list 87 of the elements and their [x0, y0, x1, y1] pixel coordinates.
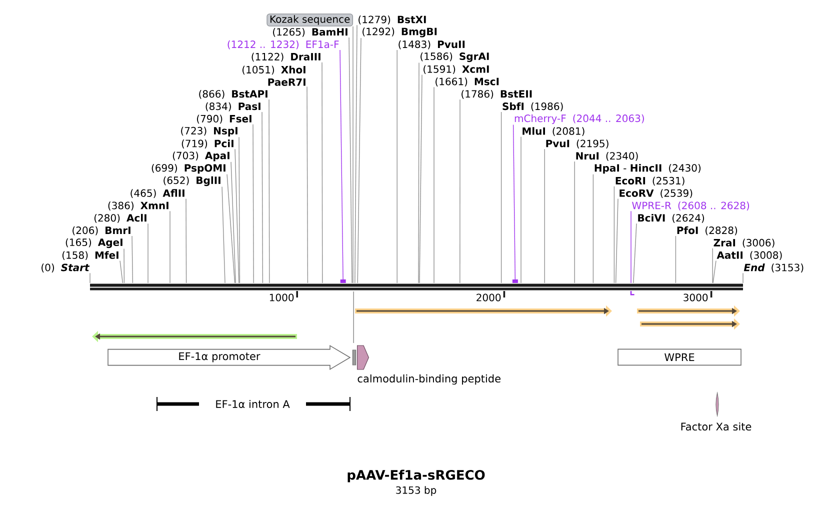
leader-line — [742, 272, 744, 284]
leader-line — [354, 24, 358, 284]
leader-line — [124, 248, 125, 284]
leader-line — [230, 162, 236, 284]
site-label: (1586) SgrAI — [420, 52, 489, 62]
primer-label: mCherry-F (2044 .. 2063) — [514, 114, 644, 124]
leader-line — [340, 50, 346, 284]
leader-line — [712, 260, 716, 284]
site-label: NruI (2340) — [576, 152, 638, 161]
site-label: EcoRV (2539) — [620, 189, 692, 198]
leader-line — [574, 161, 575, 284]
site-label: (1591) XcmI — [424, 65, 489, 74]
site-label: (1051) XhoI PaeR7I — [242, 66, 306, 86]
feature-label: Factor Xa site — [681, 422, 752, 431]
site-label: PvuI (2195) — [546, 140, 608, 148]
leader-line — [252, 124, 254, 284]
site-label: (1279) BstXI — [358, 16, 426, 24]
site-label: (1661) MscI — [436, 78, 499, 86]
site-label: (165) AgeI — [66, 238, 122, 248]
site-label: (1292) BmgBI — [362, 28, 437, 38]
leader-line — [396, 50, 398, 284]
leader-line — [222, 186, 226, 284]
leader-line — [234, 148, 240, 284]
leader-line — [348, 37, 352, 284]
site-label: End (3153) — [744, 264, 804, 272]
leader-line — [675, 236, 676, 284]
site-label: (790) FseI — [197, 114, 252, 124]
site-label: (158) MfeI — [62, 251, 118, 260]
ruler-label: 3000 — [684, 294, 708, 302]
leader-line — [238, 136, 240, 284]
feature-tag: Kozak sequence — [266, 14, 353, 26]
site-label: (834) PasI — [206, 102, 260, 112]
leader-line — [322, 62, 323, 284]
leader-line — [500, 112, 502, 284]
site-label: MluI (2081) — [522, 127, 584, 136]
leader-line — [186, 198, 187, 284]
leader-line — [544, 148, 545, 284]
leader-line — [357, 38, 362, 284]
leader-line — [512, 124, 518, 284]
leader-line — [419, 74, 422, 284]
leader-line — [712, 248, 713, 284]
leader-line — [226, 174, 236, 284]
leader-line — [592, 174, 594, 284]
site-label: (1483) PvuII — [398, 40, 465, 50]
site-label: (1122) DraIII — [252, 52, 320, 62]
leader-line — [520, 136, 522, 284]
site-label: (386) XmnI — [108, 202, 168, 210]
site-label: (723) NspI — [181, 126, 238, 136]
primer-label: WPRE-R (2608 .. 2628) — [632, 202, 750, 210]
feature-label: calmodulin-binding peptide — [358, 374, 500, 385]
site-label: (206) BmrI — [72, 226, 130, 236]
leader-line — [352, 26, 354, 284]
map-title: pAAV-Ef1a-sRGECO — [348, 470, 485, 482]
site-label: EcoRI (2531) — [616, 176, 684, 186]
sequence-length: 3153 bp — [396, 486, 436, 496]
primer-label: (1212 .. 1232) EF1a-F — [228, 40, 339, 50]
ruler-label: 2000 — [476, 294, 501, 302]
leader-line — [633, 223, 637, 284]
site-label: (699) PspOMI — [152, 164, 226, 174]
site-label: (465) AflII — [130, 189, 184, 198]
leader-line — [268, 99, 270, 284]
feature-label: EF-1α intron A — [216, 400, 290, 408]
site-label: HpaI - HincII (2430) — [594, 164, 701, 174]
site-label: (1265) BamHI — [273, 28, 348, 37]
site-label: ZraI (3006) — [714, 238, 774, 248]
leader-line — [418, 62, 420, 284]
site-label: (1786) BstEII — [462, 90, 532, 99]
ruler-label: 1000 — [270, 294, 294, 302]
leader-line — [615, 198, 618, 284]
site-label: SbfI (1986) — [502, 102, 563, 112]
site-label: (280) AclI — [94, 214, 146, 223]
leader-line — [120, 260, 124, 284]
feature-box: WPRE — [618, 348, 742, 366]
site-label: (0) Start — [42, 264, 90, 272]
site-label: (652) BglII — [164, 176, 220, 186]
site-label: (703) ApaI — [172, 152, 230, 162]
site-label: AatII (3008) — [716, 251, 782, 260]
dna-backbone — [90, 284, 743, 290]
leader-line — [132, 236, 134, 284]
leader-line — [306, 86, 308, 284]
site-label: BciVI (2624) — [638, 214, 704, 223]
leader-line — [630, 210, 632, 284]
site-label: (719) PciI — [182, 140, 234, 148]
site-label: (866) BstAPI — [199, 90, 268, 99]
site-label: PfoI (2828) — [677, 226, 738, 236]
leader-line — [614, 186, 615, 284]
leader-line — [262, 112, 264, 284]
